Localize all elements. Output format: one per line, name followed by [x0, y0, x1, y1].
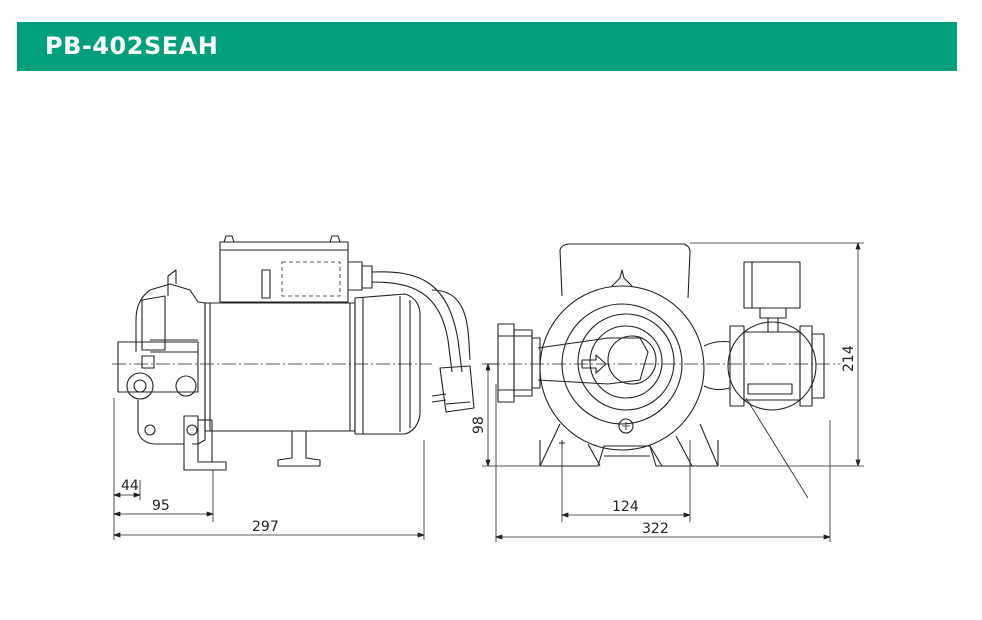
pressure-switch: [743, 261, 801, 309]
dim-322-label: 322: [642, 521, 669, 537]
front-dimensions: [482, 242, 864, 542]
dim-124-label: 124: [612, 499, 639, 515]
dim-44-label: 44: [121, 478, 139, 494]
pump-casing: [539, 285, 705, 451]
dim-95-label: 95: [152, 498, 170, 514]
model-title: PB-402SEAH: [45, 32, 219, 60]
motor-body: [204, 302, 356, 432]
dim-297-label: 297: [252, 519, 279, 535]
flow-arrow: [581, 354, 607, 374]
outlet-chamber: [727, 321, 817, 411]
fan-cover: [354, 293, 421, 435]
inlet-pipe: [537, 337, 649, 385]
front-view: [482, 242, 864, 542]
pump-head: [149, 283, 206, 445]
side-dimensions: [113, 398, 425, 540]
motor-top: [559, 243, 691, 299]
terminal-box: [219, 241, 349, 303]
dim-98-label: 98: [471, 416, 487, 434]
title-banner: PB-402SEAH: [17, 22, 957, 71]
plug: [439, 365, 475, 413]
inlet-flange: [117, 341, 199, 393]
base: [539, 440, 719, 467]
side-view: [112, 235, 475, 540]
dim-214-label: 214: [841, 345, 857, 372]
